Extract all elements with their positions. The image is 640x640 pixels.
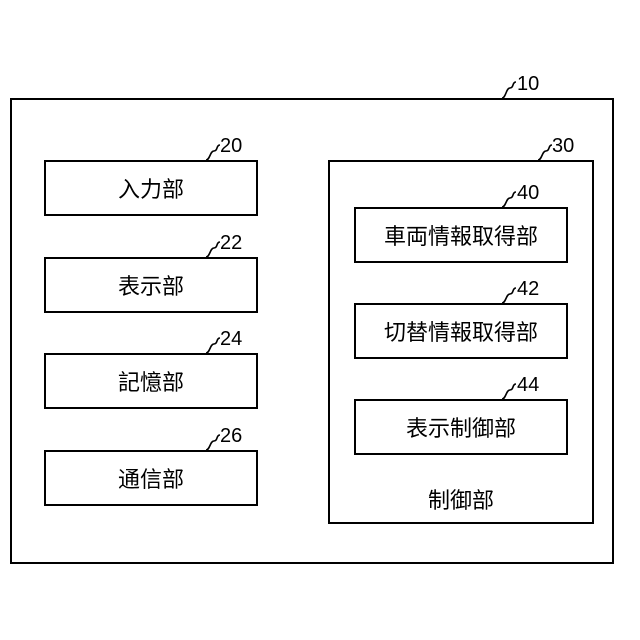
switch-info-acquisition-ref-number: 42	[517, 279, 539, 299]
device-ref-number: 10	[517, 74, 539, 94]
vehicle-info-acquisition-label: 車両情報取得部	[354, 207, 568, 263]
input-unit-label: 入力部	[44, 160, 258, 216]
display-control-ref-number: 44	[517, 375, 539, 395]
controller-label: 制御部	[328, 482, 594, 516]
storage-unit-ref-number: 24	[220, 329, 242, 349]
communication-unit-ref-number: 26	[220, 426, 242, 446]
controller-ref-number: 30	[552, 136, 574, 156]
display-control-label: 表示制御部	[354, 399, 568, 455]
communication-unit-label: 通信部	[44, 450, 258, 506]
input-unit-ref-number: 20	[220, 136, 242, 156]
switch-info-acquisition-label: 切替情報取得部	[354, 303, 568, 359]
display-unit-label: 表示部	[44, 257, 258, 313]
storage-unit-label: 記憶部	[44, 353, 258, 409]
display-unit-ref-number: 22	[220, 233, 242, 253]
vehicle-info-acquisition-ref-number: 40	[517, 183, 539, 203]
